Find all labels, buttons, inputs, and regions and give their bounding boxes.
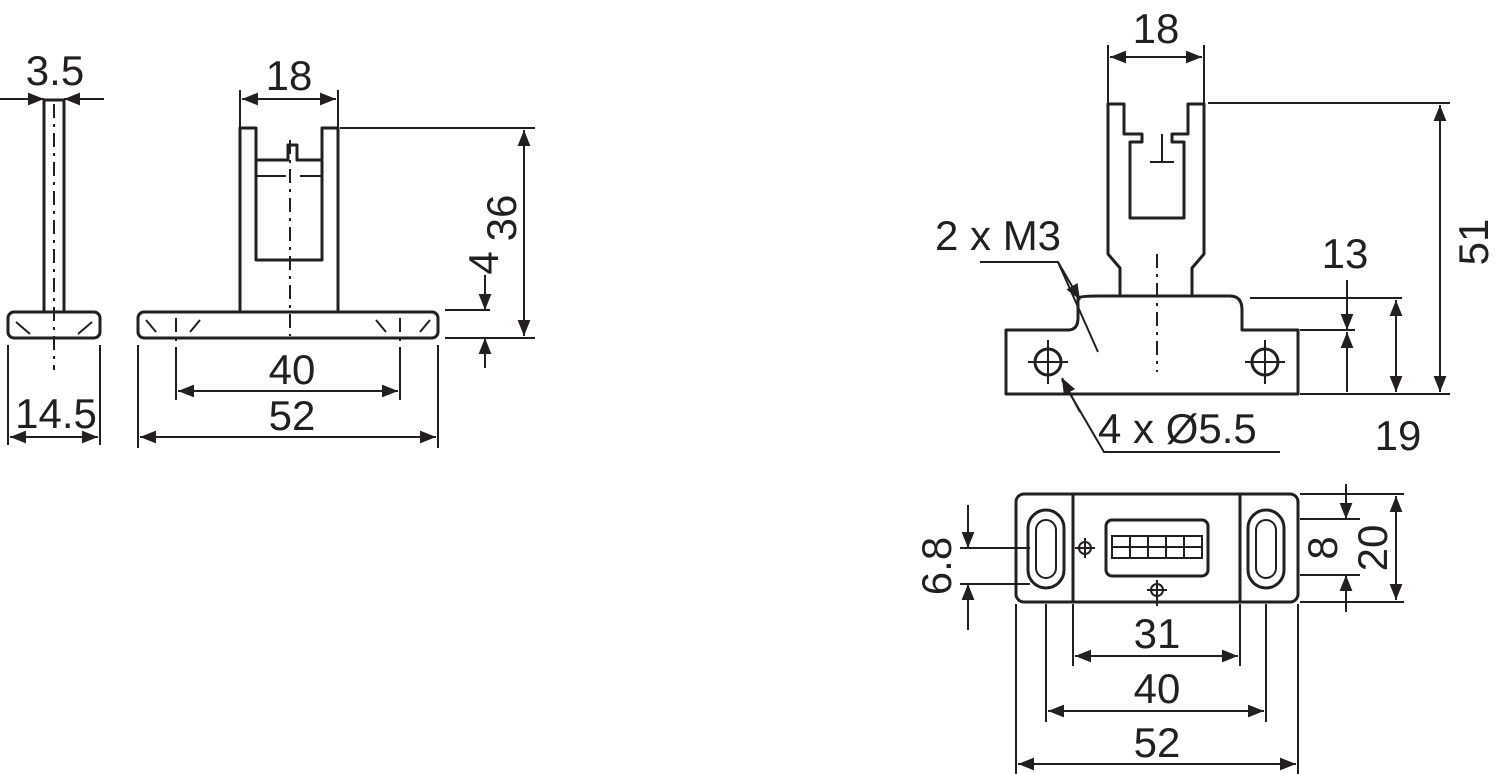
dim-base-height-4: 4 [460,251,507,274]
front-chamfer-3 [375,319,387,333]
dim-mount-height-13: 13 [1322,230,1369,277]
dim-width-40: 40 [1134,665,1181,712]
top-slot-left-inner [1035,519,1057,579]
dim-mount-height-19: 19 [1375,412,1422,459]
dim-thickness-3-5: 3.5 [26,47,84,94]
leader-hole-arrow [1061,377,1081,413]
front-chamfer-1 [145,319,157,333]
dim-width-52: 52 [1134,719,1181,766]
leader-thread [980,261,1099,353]
dim-tongue-width-18: 18 [266,52,313,99]
top-slot-left-outer [1026,508,1066,590]
top-view: 6.8 8 20 31 40 52 [913,484,1404,774]
dim-width-31: 31 [1134,610,1181,657]
front-chamfer-2 [189,319,201,333]
dim-height-36: 36 [478,195,525,242]
dim-hole-spacing-40: 40 [269,346,316,393]
dim-slot-width-6-8: 6.8 [913,537,960,595]
front-chamfer-4 [419,319,431,333]
side-chamfer-left [15,321,31,335]
top-slot-right-outer [1246,508,1286,590]
front-base [136,310,440,340]
top-slot-right-inner [1255,519,1277,579]
front-tongue [238,126,340,314]
dim-mount-tongue-width-18: 18 [1133,5,1180,52]
dim-body-depth-8: 8 [1299,536,1346,559]
dim-mount-height-51: 51 [1450,219,1497,266]
mount-view: 18 2 x M3 4 x Ø5.5 51 19 13 [935,5,1497,459]
mount-tongue [1106,102,1206,298]
dim-base-width-14-5: 14.5 [15,390,97,437]
dim-base-width-52: 52 [269,392,316,439]
dim-total-depth-20: 20 [1349,525,1396,572]
mount-body-outline [1004,294,1300,396]
label-hole-4xd5-5: 4 x Ø5.5 [1098,405,1257,452]
label-thread-2xm3: 2 x M3 [935,212,1061,259]
side-view: 3.5 14.5 [0,47,104,445]
front-view: 18 36 4 40 52 [136,52,535,448]
side-chamfer-right [77,321,93,335]
leader-thread-arrow [1057,261,1081,301]
top-connector-outline [1104,518,1210,578]
